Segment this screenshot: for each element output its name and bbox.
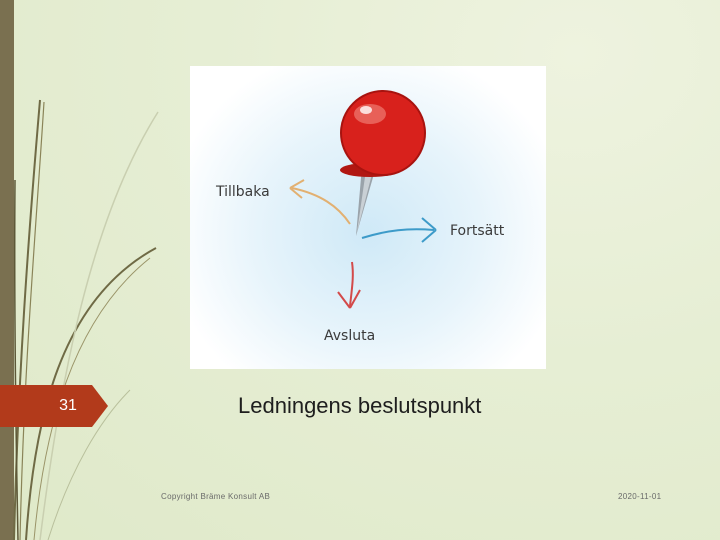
slide-caption: Ledningens beslutspunkt — [238, 393, 482, 418]
footer-copyright: Copyright Bräme Konsult AB — [161, 492, 271, 501]
grass-decoration — [13, 99, 159, 540]
slide-number: 31 — [59, 397, 77, 414]
footer-date: 2020-11-01 — [618, 492, 662, 501]
label-back: Tillbaka — [216, 184, 270, 200]
slide-number-badge — [0, 385, 108, 427]
decision-point-illustration: Tillbaka Fortsätt Avsluta — [190, 66, 546, 369]
label-end: Avsluta — [324, 328, 376, 344]
label-continue: Fortsätt — [450, 223, 505, 239]
